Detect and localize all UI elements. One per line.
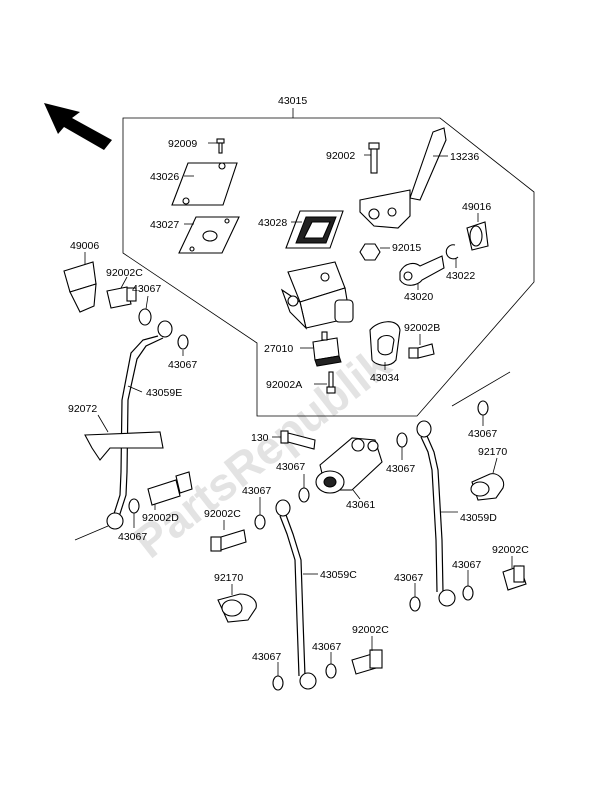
brake-light-switch — [312, 331, 342, 367]
washer — [138, 308, 152, 326]
hose-boot — [63, 261, 97, 313]
label-49016: 49016 — [462, 201, 491, 213]
label-43067-j: 43067 — [312, 641, 341, 653]
banjo-bolt — [106, 286, 137, 309]
washer — [396, 432, 408, 448]
washer — [477, 400, 489, 416]
banjo-bolt-mid — [210, 529, 247, 552]
label-43067-b: 43067 — [168, 359, 197, 371]
label-92002: 92002 — [326, 150, 355, 162]
label-92002c-d: 92002C — [352, 624, 389, 636]
label-130: 130 — [251, 432, 269, 444]
diaphragm — [285, 210, 344, 249]
hose-guide-left — [217, 593, 257, 623]
label-43027: 43027 — [150, 219, 179, 231]
label-43067-k: 43067 — [252, 651, 281, 663]
label-92002a: 92002A — [266, 379, 302, 391]
master-cylinder-body — [280, 261, 354, 330]
label-43059e: 43059E — [146, 387, 182, 399]
label-43067-a: 43067 — [132, 283, 161, 295]
label-43020: 43020 — [404, 291, 433, 303]
lever-bolt — [368, 142, 380, 174]
brake-hose-c — [275, 499, 317, 690]
washer — [254, 514, 266, 530]
label-43067-i: 43067 — [394, 572, 423, 584]
label-43061: 43061 — [346, 499, 375, 511]
label-92009: 92009 — [168, 138, 197, 150]
label-43026: 43026 — [150, 171, 179, 183]
banjo-bolt-right — [502, 565, 527, 591]
label-92002c-a: 92002C — [106, 267, 143, 279]
hose-joint — [315, 437, 383, 494]
direction-arrow-icon — [44, 103, 112, 150]
label-92002c-c: 92002C — [492, 544, 529, 556]
washer — [177, 334, 189, 350]
hose-guide — [470, 473, 505, 501]
label-43028: 43028 — [258, 217, 287, 229]
washer — [272, 675, 284, 691]
label-92072: 92072 — [68, 403, 97, 415]
label-92015: 92015 — [392, 242, 421, 254]
washer — [462, 585, 474, 601]
label-92002d: 92002D — [142, 512, 179, 524]
label-92170-a: 92170 — [478, 446, 507, 458]
label-43059d: 43059D — [460, 512, 497, 524]
label-43067-e: 43067 — [386, 463, 415, 475]
washer — [409, 596, 421, 612]
clamp-bolt — [408, 343, 435, 359]
label-43067-f: 43067 — [242, 485, 271, 497]
diaphragm-plate — [178, 216, 240, 254]
banjo-bolt-d — [147, 471, 193, 506]
dust-boot — [466, 221, 489, 251]
banjo-bolt-bottom — [351, 649, 383, 675]
washer — [128, 498, 140, 514]
brake-lever — [359, 127, 447, 229]
switch-screw — [326, 371, 336, 394]
label-92170-b: 92170 — [214, 572, 243, 584]
brake-hose-e — [106, 320, 173, 530]
handlebar-clamp — [369, 321, 401, 366]
label-43022: 43022 — [446, 270, 475, 282]
assembly-outline — [122, 117, 535, 417]
label-43015: 43015 — [278, 95, 307, 107]
label-43059c: 43059C — [320, 569, 357, 581]
hose-clamp — [84, 431, 164, 461]
pivot-nut — [359, 243, 381, 261]
label-43067-d: 43067 — [276, 461, 305, 473]
label-43034: 43034 — [370, 372, 399, 384]
label-92002c-b: 92002C — [204, 508, 241, 520]
label-13236: 13236 — [450, 151, 479, 163]
cap-screw — [216, 138, 225, 154]
brake-hose-d — [416, 420, 456, 607]
label-43067-c: 43067 — [468, 428, 497, 440]
washer — [325, 663, 337, 679]
label-43067-g: 43067 — [118, 531, 147, 543]
label-27010: 27010 — [264, 343, 293, 355]
label-49006: 49006 — [70, 240, 99, 252]
washer — [298, 487, 310, 503]
label-43067-h: 43067 — [452, 559, 481, 571]
piston-assembly — [399, 255, 445, 286]
label-92002b: 92002B — [404, 322, 440, 334]
circlip — [445, 244, 459, 260]
reservoir-cap — [171, 162, 238, 206]
